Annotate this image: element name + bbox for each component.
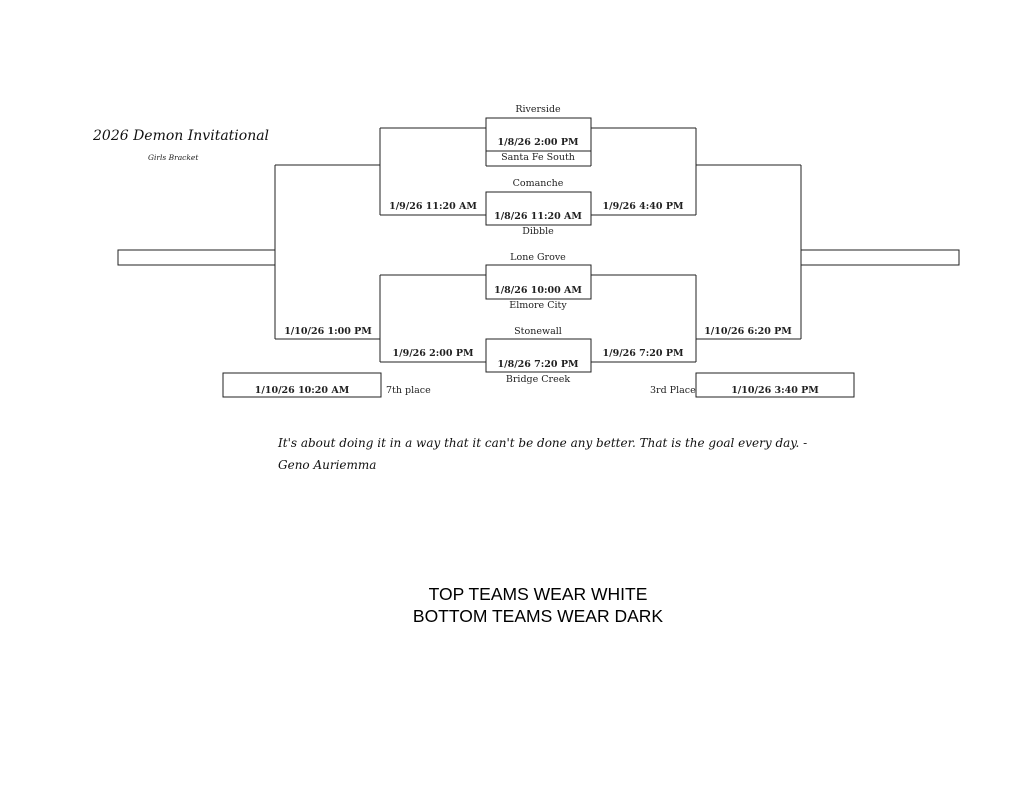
round1-game1-time: 1/8/26 2:00 PM xyxy=(497,137,579,148)
cons-top-time: 1/9/26 11:20 AM xyxy=(389,201,477,212)
team-elmore-city: Elmore City xyxy=(509,300,567,311)
third-place-box xyxy=(695,372,855,398)
seventh-place-time: 1/10/26 10:20 AM xyxy=(254,385,350,396)
uniform-notice-line2: BOTTOM TEAMS WEAR DARK xyxy=(412,606,664,626)
page-title: 2026 Demon Invitational xyxy=(93,128,270,144)
team-dibble: Dibble xyxy=(522,226,554,237)
team-comanche: Comanche xyxy=(512,178,564,189)
seventh-place-box xyxy=(222,372,382,398)
third-place-label: 3rd Place xyxy=(650,385,696,396)
team-santa-fe-south: Santa Fe South xyxy=(501,152,575,163)
uniform-notice-line1: TOP TEAMS WEAR WHITE xyxy=(428,584,648,604)
round1-game3-box xyxy=(485,264,592,300)
win-champion-box xyxy=(800,249,960,266)
motivational-quote: It's about doing it in a way that it can… xyxy=(278,436,808,472)
team-lone-grove: Lone Grove xyxy=(510,252,566,263)
win-bottom-time: 1/9/26 7:20 PM xyxy=(602,348,684,359)
round1-game3-time: 1/8/26 10:00 AM xyxy=(494,285,582,296)
round1-game2-box xyxy=(485,191,592,226)
win-top-time: 1/9/26 4:40 PM xyxy=(602,201,684,212)
third-place-time: 1/10/26 3:40 PM xyxy=(731,385,819,396)
team-riverside: Riverside xyxy=(515,104,561,115)
uniform-notice: TOP TEAMS WEAR WHITE BOTTOM TEAMS WEAR D… xyxy=(413,583,663,627)
win-final-time: 1/10/26 6:20 PM xyxy=(704,326,792,337)
cons-final-time: 1/10/26 1:00 PM xyxy=(284,326,372,337)
cons-champion-box xyxy=(117,249,276,266)
round1-game2-time: 1/8/26 11:20 AM xyxy=(494,211,582,222)
round1-game4-time: 1/8/26 7:20 PM xyxy=(497,359,579,370)
team-stonewall: Stonewall xyxy=(514,326,562,337)
page-subtitle: Girls Bracket xyxy=(148,153,199,162)
team-bridge-creek: Bridge Creek xyxy=(505,374,571,385)
cons-bottom-time: 1/9/26 2:00 PM xyxy=(392,348,474,359)
round1-game1-box xyxy=(485,117,592,152)
seventh-place-label: 7th place xyxy=(386,385,431,396)
round1-game4-box xyxy=(485,338,592,373)
